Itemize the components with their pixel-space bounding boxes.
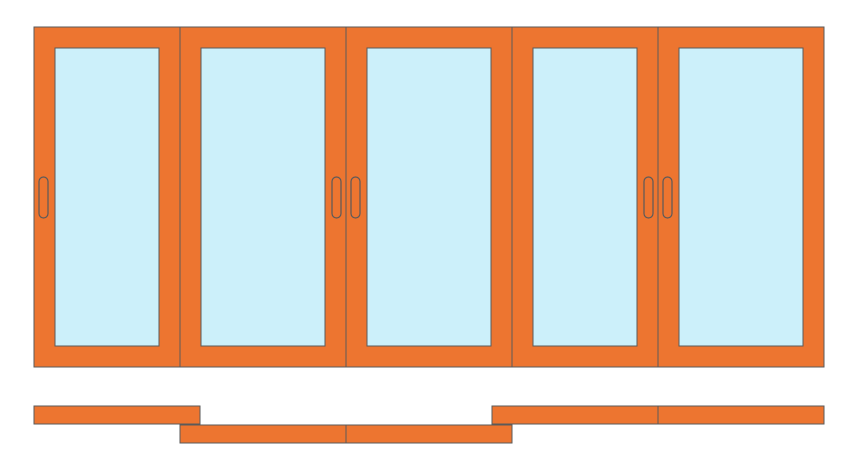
door-panel — [33, 26, 181, 368]
door-panel — [657, 26, 825, 368]
glass-pane — [200, 47, 326, 347]
plan-panel-section — [491, 405, 659, 425]
door-panel — [511, 26, 659, 368]
door-handle-icon — [38, 176, 49, 219]
door-handle-icon — [331, 176, 342, 219]
door-plan-view — [33, 405, 825, 444]
door-panel — [179, 26, 347, 368]
glass-pane — [678, 47, 804, 347]
plan-panel-section — [33, 405, 201, 425]
door-panel — [345, 26, 513, 368]
glass-pane — [54, 47, 160, 347]
door-handle-icon — [662, 176, 673, 219]
plan-panel-section — [345, 424, 513, 444]
glass-pane — [366, 47, 492, 347]
door-handle-icon — [643, 176, 654, 219]
glass-pane — [532, 47, 638, 347]
plan-panel-section — [179, 424, 347, 444]
plan-panel-section — [657, 405, 825, 425]
door-handle-icon — [350, 176, 361, 219]
door-elevation — [33, 26, 825, 368]
